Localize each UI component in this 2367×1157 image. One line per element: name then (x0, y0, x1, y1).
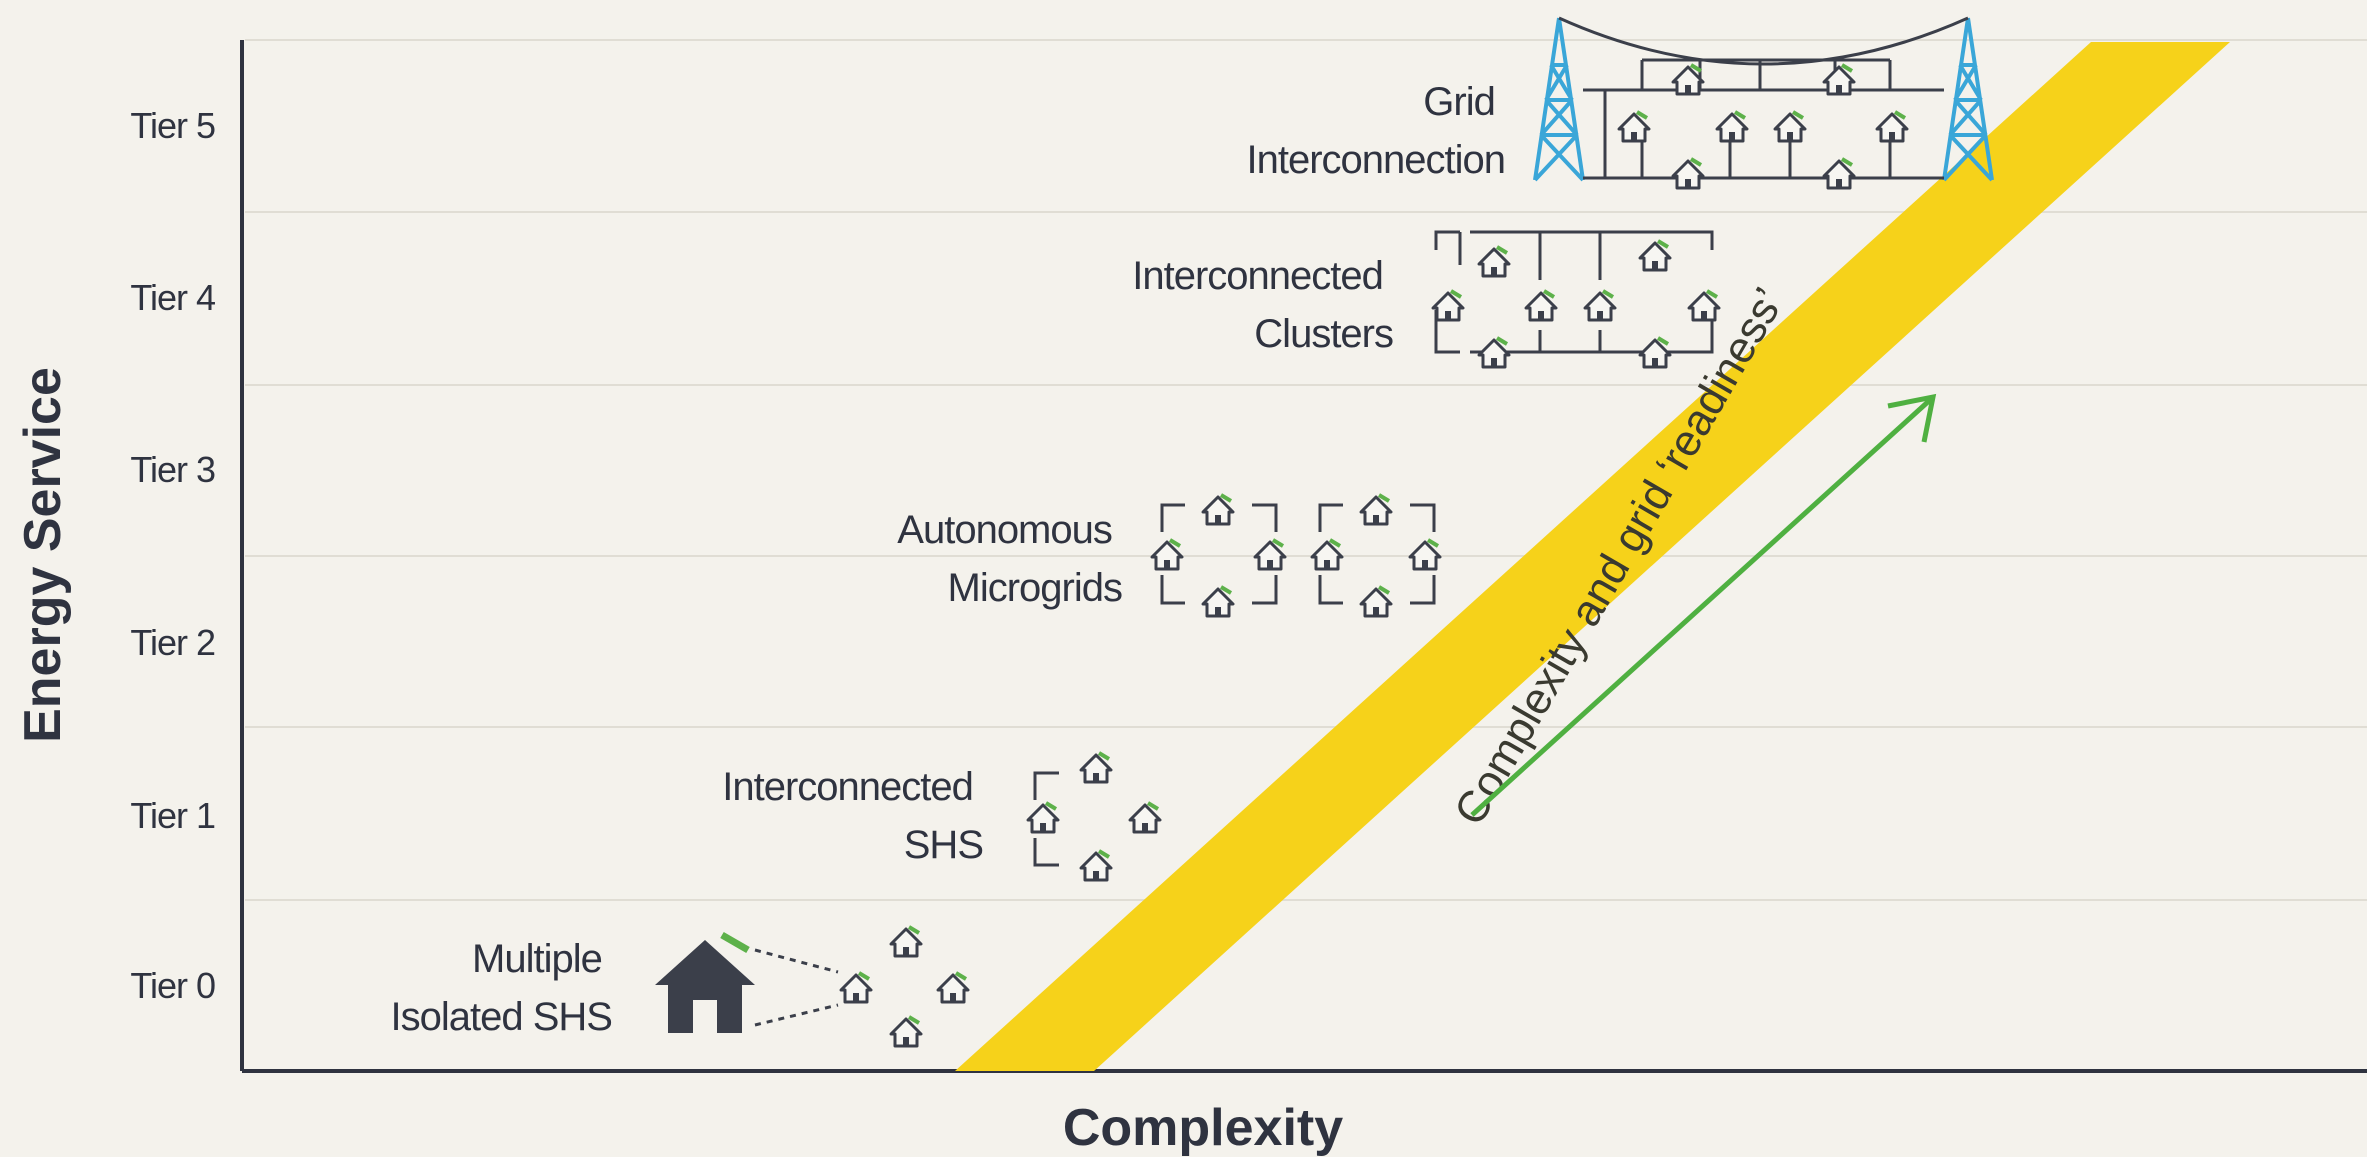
label-interconnected-shs: Interconnected SHS (722, 765, 983, 867)
tier-label-0: Tier 0 (130, 965, 215, 1006)
transmission-tower-icon (1533, 17, 1585, 182)
house-icon (936, 971, 970, 1004)
gridlines (245, 39, 2367, 901)
house-icon (1671, 63, 1705, 96)
house-icon (1524, 289, 1558, 322)
house-icon (1408, 538, 1442, 571)
house-icon (1583, 289, 1617, 322)
house-icon (1359, 493, 1393, 526)
house-icon (1079, 751, 1113, 784)
house-icon (889, 925, 923, 958)
house-icon (889, 1015, 923, 1048)
label-grid-interconnection: Grid Interconnection (1246, 80, 1505, 182)
house-icon (1359, 585, 1393, 618)
tier-label-5: Tier 5 (130, 105, 215, 146)
house-icon (1079, 849, 1113, 882)
house-icon (1715, 110, 1749, 143)
tier-label-1: Tier 1 (130, 795, 215, 836)
large-house-icon (655, 931, 755, 1033)
house-icon (1431, 289, 1465, 322)
tier-label-4: Tier 4 (130, 277, 215, 318)
label-multiple-isolated-shs: Multiple Isolated SHS (391, 937, 612, 1039)
house-icon (1310, 538, 1344, 571)
x-axis-title: Complexity (1063, 1099, 1343, 1157)
house-icon (1026, 801, 1060, 834)
house-icon (1822, 63, 1856, 96)
house-icon (1671, 157, 1705, 190)
house-icon (839, 971, 873, 1004)
readiness-band (955, 42, 2230, 1071)
complexity-arrow (1470, 393, 1937, 817)
house-icon (1822, 157, 1856, 190)
tier-label-2: Tier 2 (130, 622, 215, 663)
house-icon (1875, 110, 1909, 143)
tier-label-3: Tier 3 (130, 449, 215, 490)
house-icon (1638, 239, 1672, 272)
house-icon (1150, 538, 1184, 571)
microgrids-illustration (1150, 493, 1442, 618)
house-icon (1773, 110, 1807, 143)
isolated-shs-illustration (655, 925, 970, 1048)
house-icon (1201, 493, 1235, 526)
house-icon (1253, 538, 1287, 571)
tier-labels: Tier 0 Tier 1 Tier 2 Tier 3 Tier 4 Tier … (130, 105, 216, 1006)
label-interconnected-clusters: Interconnected Clusters (1132, 254, 1393, 356)
label-autonomous-microgrids: Autonomous Microgrids (897, 508, 1122, 610)
clusters-illustration (1431, 230, 1721, 369)
y-axis-title: Energy Service (14, 367, 72, 743)
grid-illustration (1533, 16, 1994, 190)
house-icon (1687, 289, 1721, 322)
house-icon (1638, 336, 1672, 369)
house-icon (1617, 110, 1651, 143)
axes (240, 40, 2367, 1073)
house-icon (1477, 245, 1511, 278)
house-icon (1201, 585, 1235, 618)
house-icon (1477, 336, 1511, 369)
house-icon (1128, 801, 1162, 834)
interconnected-shs-illustration (1026, 751, 1162, 882)
transmission-tower-icon (1942, 17, 1994, 182)
